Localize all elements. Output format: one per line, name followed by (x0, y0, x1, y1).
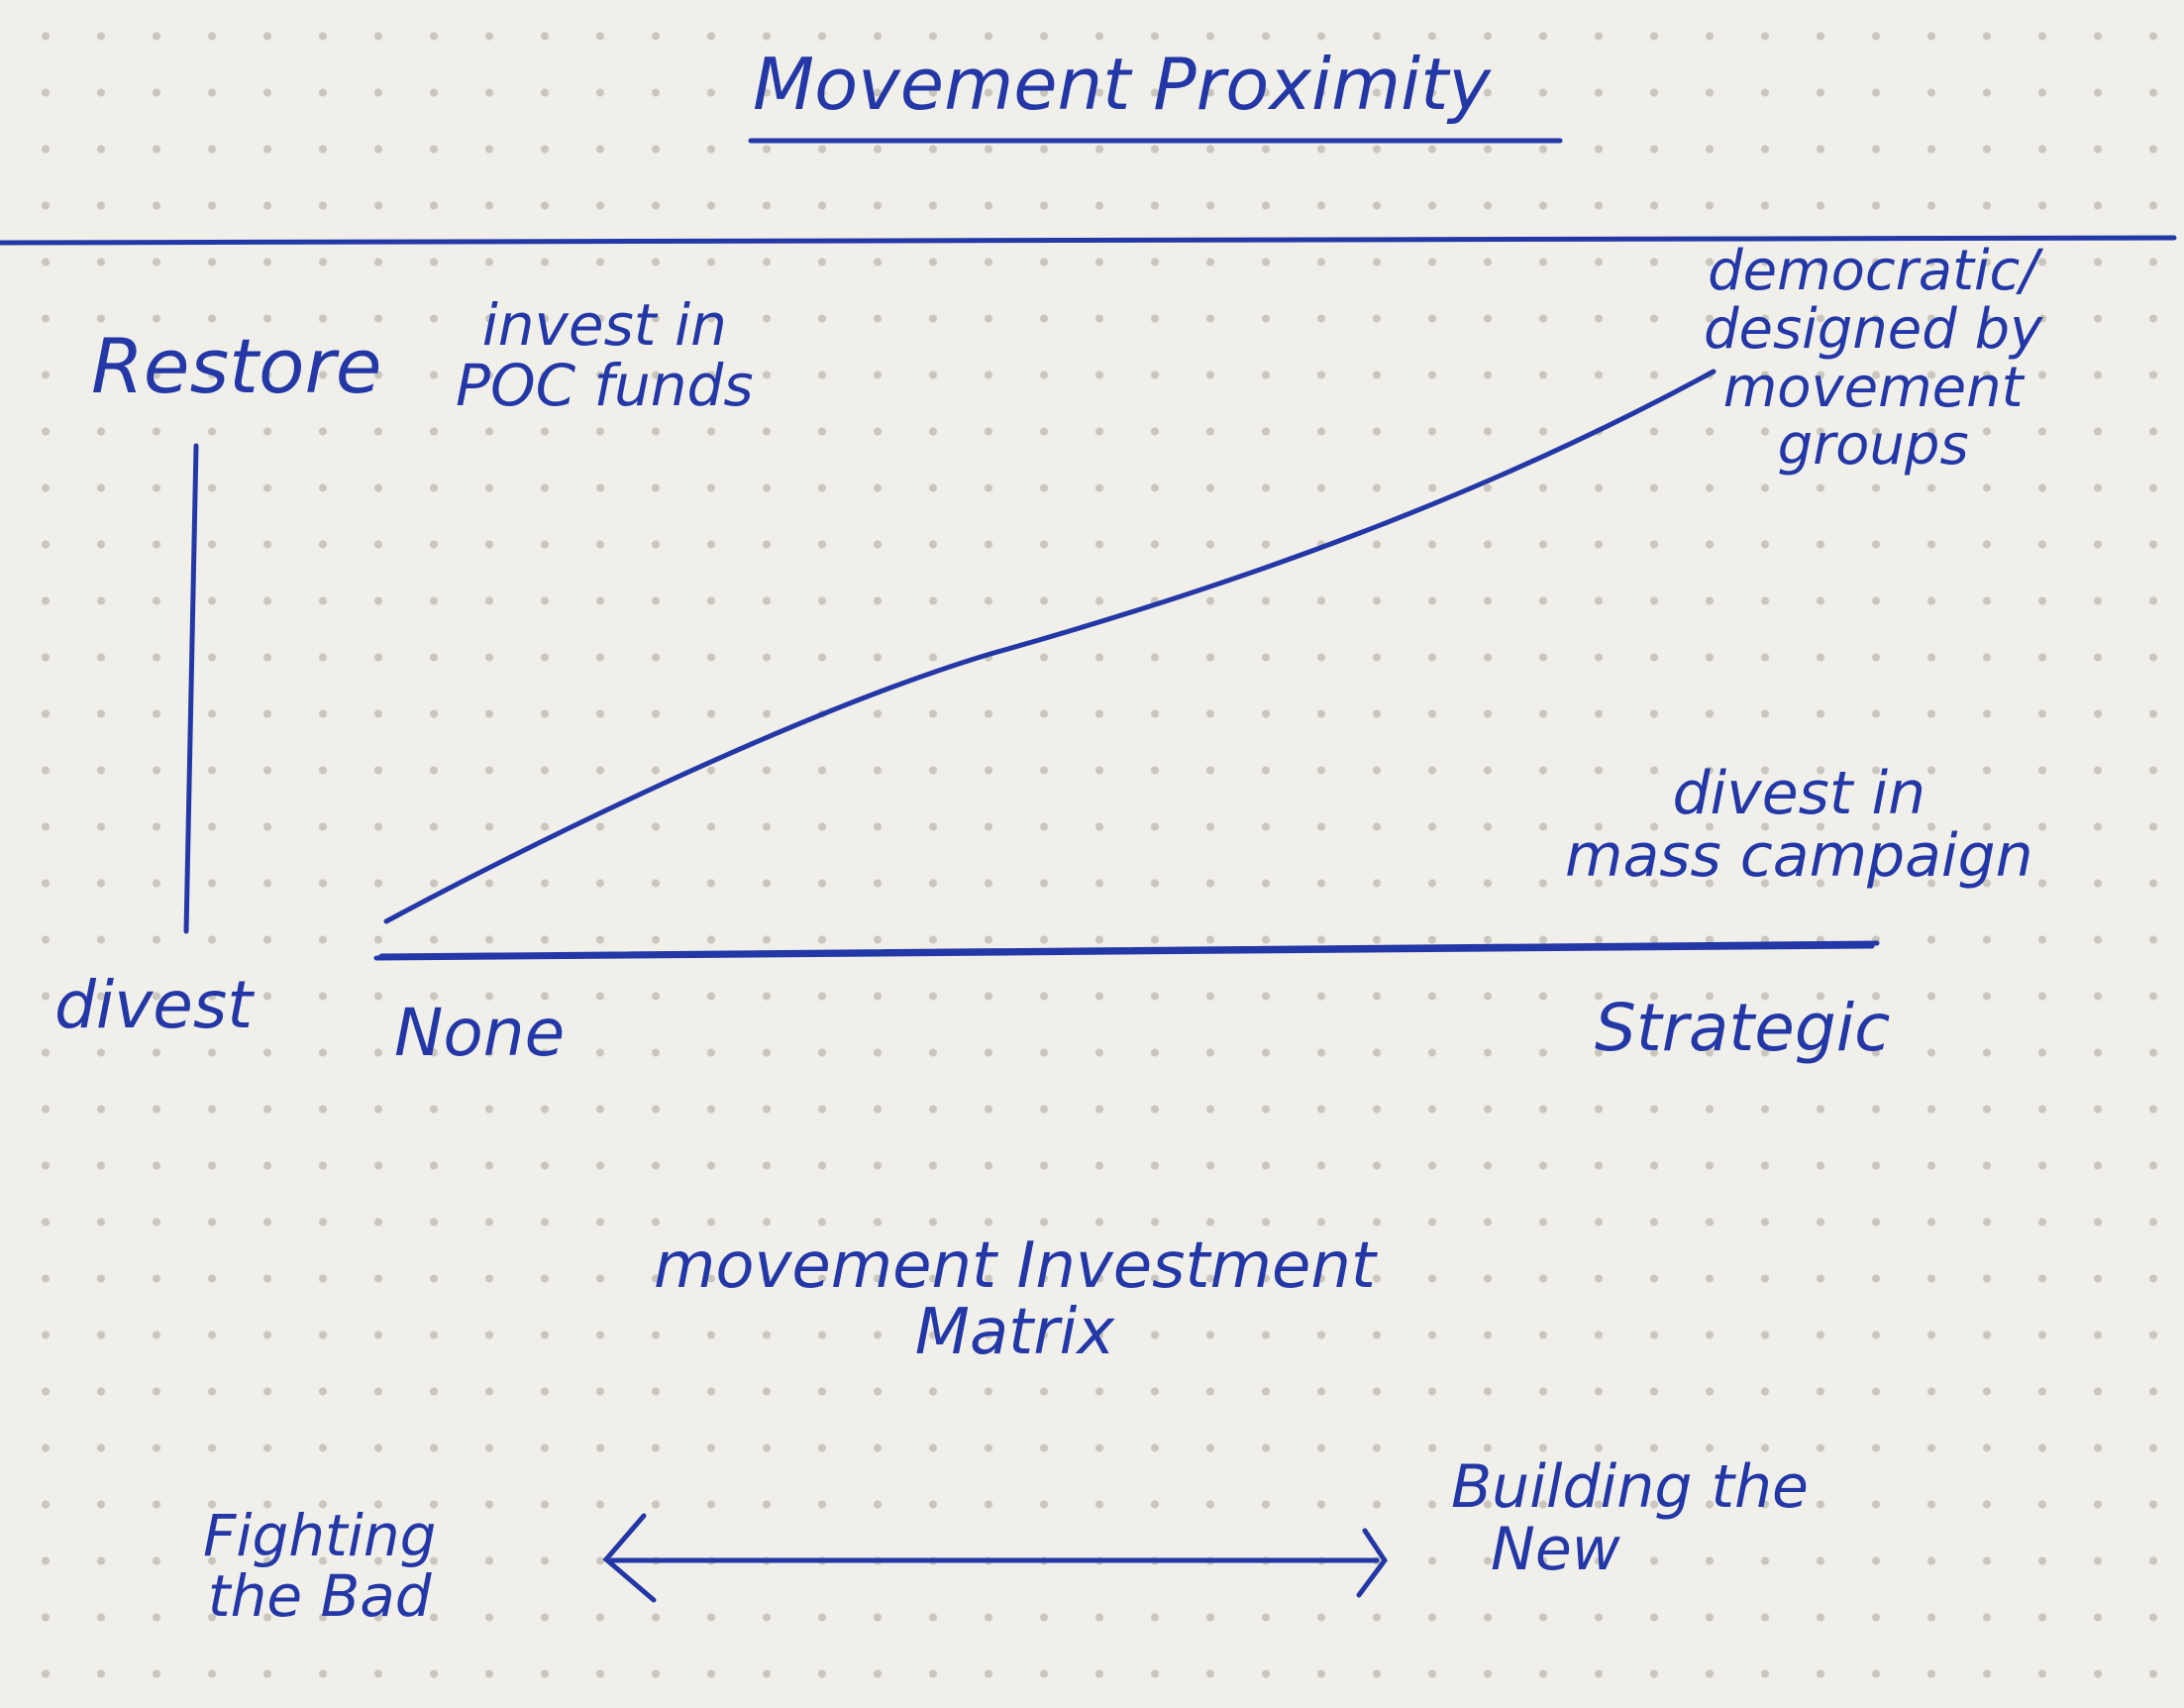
annotation-line: POC funds (456, 351, 754, 419)
spectrum-right-line: Building the (1451, 1452, 1809, 1522)
annotation-divest-mass: divest in mass campaign (1565, 763, 2033, 888)
vertical-axis-line (183, 443, 199, 934)
matrix-title-line: movement Investment (654, 1229, 1376, 1303)
annotation-line: invest in (481, 291, 727, 359)
spectrum-left-line: the Bad (207, 1561, 432, 1630)
annotation-line: mass campaign (1565, 821, 2033, 891)
x-axis-right-label: Strategic (1595, 990, 1891, 1066)
annotation-democratic: democratic/ designed by movement groups (1704, 239, 2043, 479)
annotation-invest-poc: invest in POC funds (456, 295, 754, 416)
spectrum-left-label: Fighting the Bad (203, 1506, 436, 1627)
matrix-title: movement Investment Matrix (654, 1229, 1376, 1370)
y-axis-bottom-label: divest (54, 967, 254, 1043)
annotation-line: designed by (1704, 296, 2043, 362)
horizontal-axis-underline (373, 943, 1875, 961)
y-axis-top-label: Restore (91, 322, 382, 410)
left-arrow-head (602, 1513, 657, 1603)
spectrum-right-label: Building the New (1451, 1456, 1809, 1581)
right-arrow-head (1356, 1528, 1389, 1598)
diagram-title: Movement Proximity (753, 43, 1491, 126)
x-axis-left-label: None (394, 995, 566, 1071)
spectrum-left-line: Fighting (203, 1502, 437, 1569)
annotation-line: groups (1777, 413, 1969, 479)
annotation-line: democratic/ (1708, 239, 2039, 303)
top-divider-line (0, 235, 2177, 246)
annotation-line: movement (1722, 355, 2024, 420)
diagonal-trend-line (383, 369, 1716, 924)
matrix-title-line: Matrix (914, 1296, 1115, 1370)
spectrum-right-line: New (1491, 1515, 1620, 1584)
annotation-line: divest in (1672, 759, 1926, 828)
